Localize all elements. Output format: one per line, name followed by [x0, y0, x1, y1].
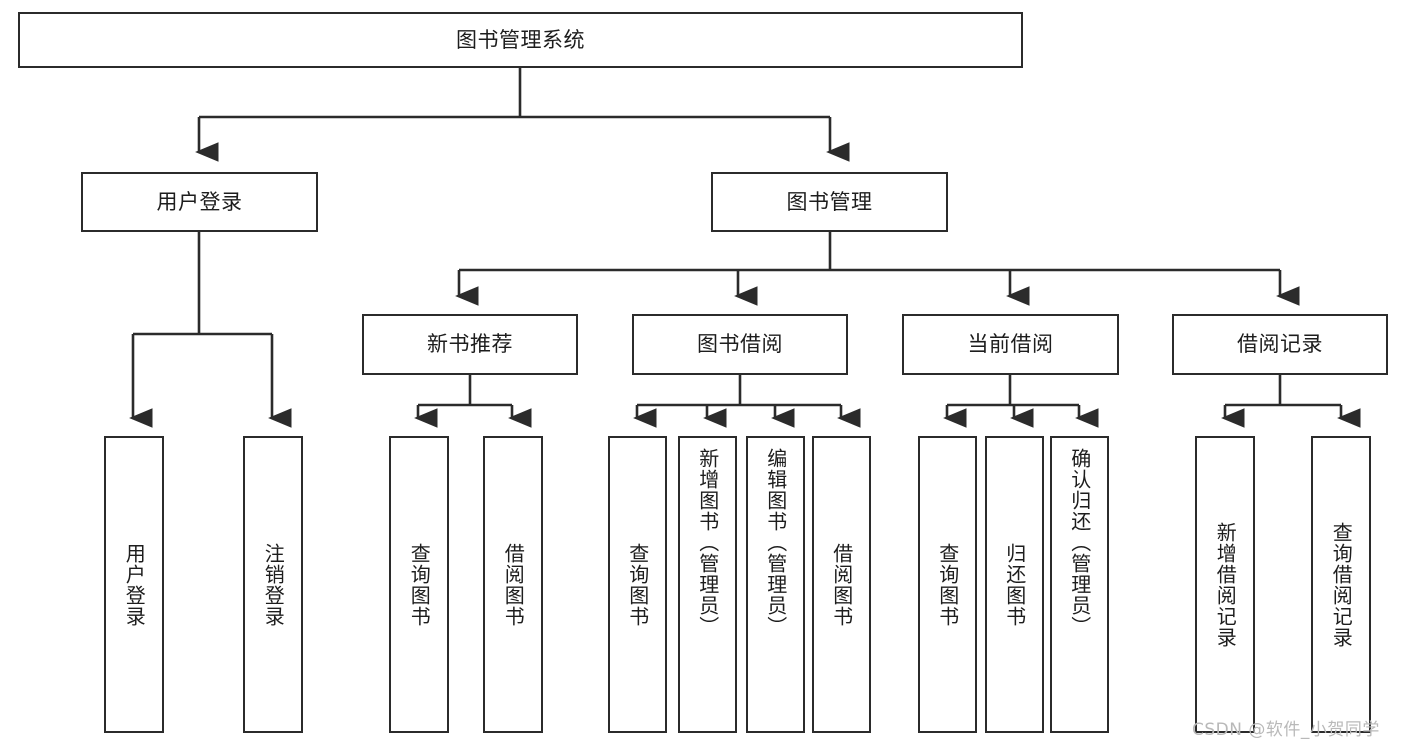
leaf-add-record-label: 新增借阅记录: [1213, 521, 1238, 648]
leaf-query-book-3-label: 查询图书: [935, 542, 960, 627]
leaf-logout[interactable]: 注销登录: [243, 436, 303, 733]
leaf-borrow-book-2-label: 借阅图书: [829, 542, 854, 627]
node-borrow-record[interactable]: 借阅记录: [1172, 314, 1388, 375]
leaf-query-book-1[interactable]: 查询图书: [389, 436, 449, 733]
leaf-user-login-label: 用户登录: [122, 542, 147, 627]
node-root-system[interactable]: 图书管理系统: [18, 12, 1023, 68]
leaf-query-book-3[interactable]: 查询图书: [918, 436, 977, 733]
leaf-logout-label: 注销登录: [261, 542, 286, 627]
leaf-return-book-label: 归还图书: [1002, 542, 1027, 627]
leaf-return-book[interactable]: 归还图书: [985, 436, 1044, 733]
node-new-book-recommend[interactable]: 新书推荐: [362, 314, 578, 375]
leaf-borrow-book-1[interactable]: 借阅图书: [483, 436, 543, 733]
leaf-query-record[interactable]: 查询借阅记录: [1311, 436, 1371, 733]
node-user-login[interactable]: 用户登录: [81, 172, 318, 232]
leaf-query-record-label: 查询借阅记录: [1329, 521, 1354, 648]
node-root-system-label: 图书管理系统: [456, 27, 585, 52]
leaf-edit-book[interactable]: 编辑图书（管理员）: [746, 436, 805, 733]
leaf-edit-book-label: 编辑图书（管理员）: [763, 448, 788, 637]
leaf-add-record[interactable]: 新增借阅记录: [1195, 436, 1255, 733]
node-book-borrow[interactable]: 图书借阅: [632, 314, 848, 375]
node-borrow-record-label: 借阅记录: [1237, 332, 1323, 357]
leaf-query-book-2-label: 查询图书: [625, 542, 650, 627]
leaf-borrow-book-1-label: 借阅图书: [501, 542, 526, 627]
node-current-borrow-label: 当前借阅: [967, 332, 1054, 357]
leaf-borrow-book-2[interactable]: 借阅图书: [812, 436, 871, 733]
leaf-confirm-return[interactable]: 确认归还（管理员）: [1050, 436, 1109, 733]
leaf-confirm-return-label: 确认归还（管理员）: [1067, 448, 1092, 637]
node-book-management-label: 图书管理: [786, 189, 873, 214]
node-book-management[interactable]: 图书管理: [711, 172, 948, 232]
node-book-borrow-label: 图书借阅: [697, 332, 783, 357]
leaf-user-login[interactable]: 用户登录: [104, 436, 164, 733]
leaf-query-book-1-label: 查询图书: [407, 542, 432, 627]
leaf-add-book[interactable]: 新增图书（管理员）: [678, 436, 737, 733]
node-user-login-label: 用户登录: [156, 189, 243, 214]
leaf-query-book-2[interactable]: 查询图书: [608, 436, 667, 733]
node-current-borrow[interactable]: 当前借阅: [902, 314, 1119, 375]
node-new-book-recommend-label: 新书推荐: [427, 332, 513, 357]
leaf-add-book-label: 新增图书（管理员）: [695, 448, 720, 637]
